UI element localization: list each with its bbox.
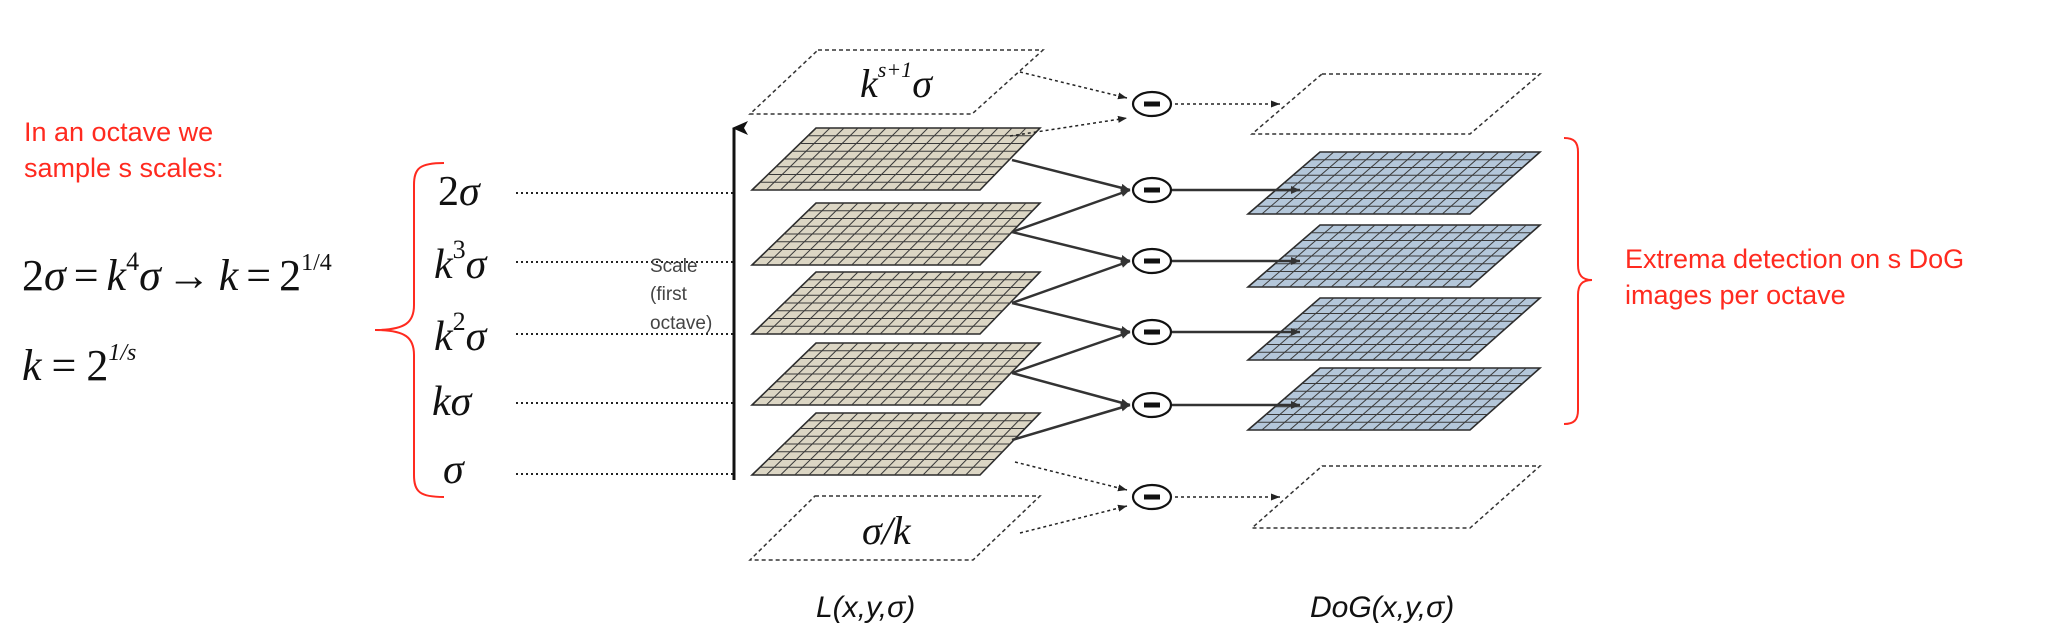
formula1-exp4: 4 xyxy=(126,247,139,276)
gaussian-plane-1 xyxy=(750,127,1042,191)
extrema-note: Extrema detection on s DoG images per oc… xyxy=(1625,244,1964,310)
arrow-lower-4 xyxy=(1011,403,1131,442)
right-brace xyxy=(1563,137,1593,425)
arrow-upper-2 xyxy=(1011,230,1131,263)
minus-operator-3 xyxy=(1131,247,1173,275)
dashed-arrows xyxy=(1009,71,1280,534)
dog-planes xyxy=(1245,151,1543,431)
arrow-upper-3 xyxy=(1011,301,1131,334)
svg-text:2σ=k4σ→k=21/4: 2σ=k4σ→k=21/4 xyxy=(22,247,332,300)
minus-operator-2 xyxy=(1131,176,1173,204)
extrema-note-line1: Extrema detection on s DoG xyxy=(1625,244,1964,274)
arrow-lower-1 xyxy=(1011,188,1131,234)
dog-plane-3 xyxy=(1245,297,1543,361)
formula1-base2: 2 xyxy=(279,251,301,300)
dashed-planes xyxy=(748,49,1543,561)
gaussian-planes xyxy=(750,127,1042,476)
caption-gaussian: L(x,y,σ) xyxy=(816,591,915,624)
scale-label-ksigma: kσ xyxy=(432,379,474,425)
formula2-equals: = xyxy=(52,341,77,390)
axis-label-line3: octave) xyxy=(650,313,712,334)
octave-note: In an octave we sample s scales: xyxy=(24,117,224,183)
plane-top-right-dashed xyxy=(1249,73,1543,135)
formula2-base: 2 xyxy=(86,341,108,390)
gaussian-plane-4 xyxy=(750,342,1042,406)
scale-label-2sigma: 2σ xyxy=(438,169,482,215)
svg-text:k=21/s: k=21/s xyxy=(22,340,136,390)
formula1-equals: = xyxy=(74,251,99,300)
formula2-exp: 1/s xyxy=(108,340,136,366)
arrow-bottom-plane-to-minus xyxy=(1019,504,1128,534)
extrema-note-line2: images per octave xyxy=(1625,280,1846,310)
dog-plane-2 xyxy=(1245,224,1543,288)
formula1-two: 2 xyxy=(22,251,44,300)
plane-top-left-dashed xyxy=(748,49,1045,115)
formula2-k: k xyxy=(22,341,43,390)
octave-note-line1: In an octave we xyxy=(24,117,213,147)
arrow-grid1-to-top-minus xyxy=(1009,115,1128,137)
scale-label-k3sigma: k3σ xyxy=(434,235,489,288)
caption-dog: DoG(x,y,σ) xyxy=(1310,591,1454,624)
scale-axis-label: Scale (first octave) xyxy=(650,256,712,334)
formula-k-s: k=21/s xyxy=(22,340,136,390)
plane-bottom-left-dashed xyxy=(748,495,1042,561)
arrow-grid5-to-bottom-minus xyxy=(1014,461,1128,492)
gaussian-plane-5 xyxy=(750,412,1042,476)
arrow-upper-4 xyxy=(1011,371,1131,407)
gaussian-plane-2 xyxy=(750,202,1042,266)
dog-plane-1 xyxy=(1245,151,1543,215)
formula1-sigma2: σ xyxy=(139,251,163,300)
scale-label-sigma: σ xyxy=(443,447,466,493)
formula1-k2: k xyxy=(219,251,240,300)
left-brace xyxy=(374,162,445,498)
scale-labels: 2σ k3σ k2σ kσ σ xyxy=(432,169,489,493)
plane-label-bottom: σ/k xyxy=(862,508,912,553)
minus-operator-5 xyxy=(1131,391,1173,419)
formula1-sigma: σ xyxy=(44,251,68,300)
minus-operator-1 xyxy=(1131,90,1173,118)
dog-plane-4 xyxy=(1245,367,1543,431)
arrow-lower-2 xyxy=(1011,259,1131,305)
formula1-exp-quarter: 1/4 xyxy=(301,250,332,276)
minus-operators xyxy=(1131,90,1173,511)
plane-label-top: ks+1σ xyxy=(860,57,933,106)
formula1-arrow: → xyxy=(167,251,211,300)
scale-leader-lines xyxy=(516,192,734,475)
arrow-top-plane-to-minus xyxy=(1019,71,1128,100)
axis-label-line2: (first xyxy=(650,284,688,305)
axis-label-line1: Scale xyxy=(650,256,698,277)
gaussian-plane-3 xyxy=(750,271,1042,335)
formula1-k: k xyxy=(107,251,128,300)
scale-label-k2sigma: k2σ xyxy=(434,307,489,360)
formula-k-fourth: 2σ=k4σ→k=21/4 xyxy=(22,247,332,300)
solid-arrows xyxy=(1011,158,1300,442)
plane-bottom-right-dashed xyxy=(1250,465,1542,529)
minus-operator-4 xyxy=(1131,318,1173,346)
arrow-lower-3 xyxy=(1011,330,1131,375)
formula1-equals2: = xyxy=(246,251,271,300)
minus-operator-6 xyxy=(1131,483,1173,511)
octave-note-line2: sample s scales: xyxy=(24,153,224,183)
arrow-upper-1 xyxy=(1011,158,1131,192)
